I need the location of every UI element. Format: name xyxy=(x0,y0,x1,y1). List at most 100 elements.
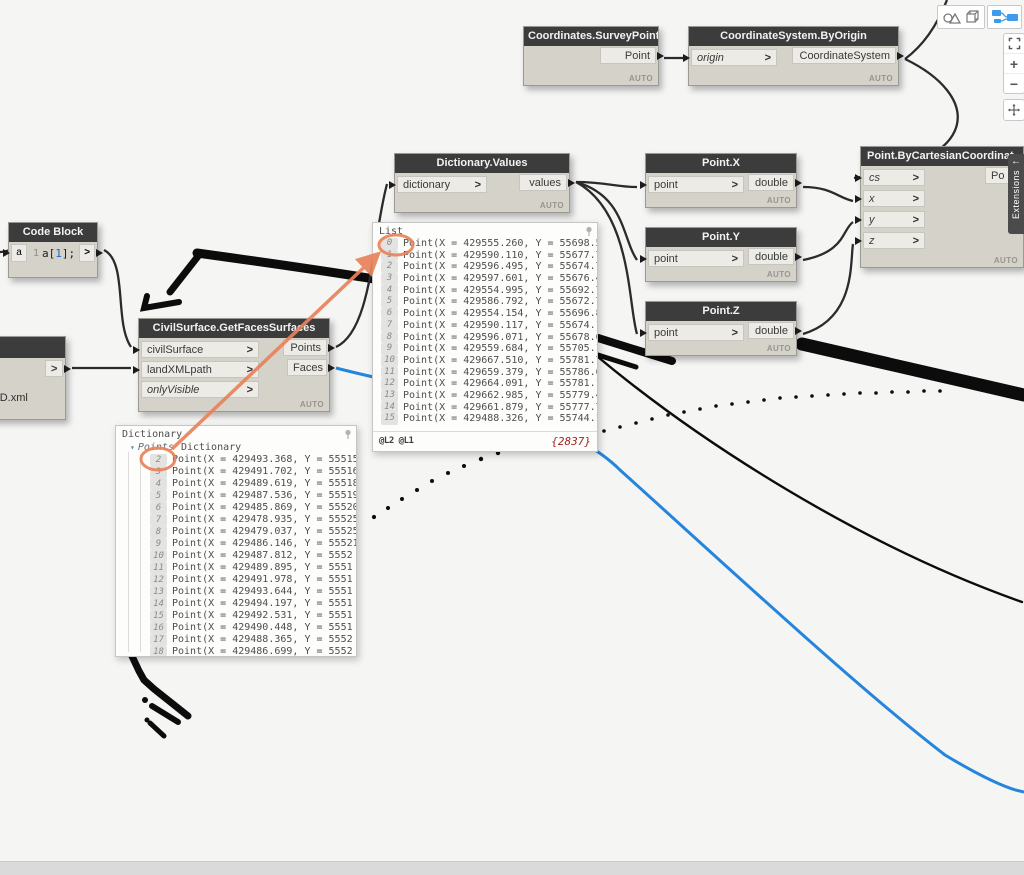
port-connector xyxy=(640,328,647,337)
tree-guide xyxy=(140,454,141,652)
output-port[interactable]: > xyxy=(45,360,71,377)
port-connector xyxy=(640,180,647,189)
dictionary-header: Dictionary xyxy=(122,429,183,440)
input-port-cs[interactable]: cs> xyxy=(855,169,925,186)
chevron-icon: > xyxy=(246,344,253,356)
port-connector xyxy=(328,343,335,352)
node-code-block[interactable]: Code Block a 1 a[1]; > xyxy=(3,222,104,278)
node-point-bycartesiancoordinates[interactable]: Point.ByCartesianCoordinat cs> x> y> z> … xyxy=(855,146,1024,268)
input-port-a[interactable]: a xyxy=(3,244,27,262)
input-port-origin[interactable]: origin> xyxy=(683,49,777,66)
input-port-onlyvisible[interactable]: onlyVisible> xyxy=(141,381,259,398)
node-coordinates-surveypoint[interactable]: Coordinates.SurveyPoint Point AUTO xyxy=(523,26,664,86)
geometry-shapes-icon xyxy=(942,12,961,24)
node-civilsurface-getfacessurfaces[interactable]: CivilSurface.GetFacesSurfaces civilSurfa… xyxy=(133,318,335,412)
port-connector xyxy=(855,236,862,245)
output-port-values[interactable]: values xyxy=(519,174,575,191)
node-title[interactable]: Point.ByCartesianCoordinat xyxy=(861,147,1023,166)
input-port-point[interactable]: point> xyxy=(640,176,744,193)
chevron-icon: > xyxy=(246,364,253,376)
input-port-civilsurface[interactable]: civilSurface> xyxy=(133,341,259,358)
zoom-in-button[interactable]: + xyxy=(1004,53,1024,73)
lacing-label: AUTO xyxy=(766,344,791,353)
pin-icon[interactable] xyxy=(344,429,352,440)
input-port-dictionary[interactable]: dictionary> xyxy=(389,176,487,193)
input-port-point[interactable]: point> xyxy=(640,250,744,267)
chevron-icon: > xyxy=(731,253,738,265)
node-title[interactable]: Dictionary.Values xyxy=(395,154,569,173)
node-point-x[interactable]: Point.X point> double AUTO xyxy=(640,153,802,208)
cube-icon xyxy=(965,9,979,23)
pan-button[interactable] xyxy=(1003,99,1024,121)
zoom-out-button[interactable]: − xyxy=(1004,73,1024,93)
output-port[interactable]: > xyxy=(79,244,104,262)
node-title[interactable]: CivilSurface.GetFacesSurfaces xyxy=(139,319,329,338)
port-connector xyxy=(640,254,647,263)
node-coordinatesystem-byorigin[interactable]: CoordinateSystem.ByOrigin origin> Coordi… xyxy=(683,26,904,86)
node-title[interactable] xyxy=(0,337,65,358)
code-text[interactable]: a[1]; xyxy=(42,246,76,260)
lacing-label: AUTO xyxy=(766,270,791,279)
node-title[interactable]: Point.X xyxy=(646,154,796,173)
output-port-faces[interactable]: Faces xyxy=(287,359,335,376)
extensions-tab[interactable]: ← Extensions xyxy=(1008,154,1024,234)
input-port-y[interactable]: y> xyxy=(855,211,925,228)
port-connector xyxy=(133,365,140,374)
node-title[interactable]: Code Block xyxy=(9,223,97,242)
chevron-icon: > xyxy=(474,179,481,191)
output-port-point[interactable]: Point xyxy=(600,47,664,64)
node-point-y[interactable]: Point.Y point> double AUTO xyxy=(640,227,802,282)
node-dictionary-values[interactable]: Dictionary.Values dictionary> values AUT… xyxy=(389,153,575,213)
canvas-bottom-edge xyxy=(0,861,1024,875)
fit-view-icon xyxy=(1008,37,1020,50)
input-port-z[interactable]: z> xyxy=(855,232,925,249)
port-connector xyxy=(795,326,802,335)
output-port-coordinatesystem[interactable]: CoordinateSystem xyxy=(792,47,904,64)
input-port-point[interactable]: point> xyxy=(640,324,744,341)
output-port-double[interactable]: double xyxy=(748,322,802,339)
geometry-preview-button[interactable] xyxy=(937,5,985,29)
node-title[interactable]: CoordinateSystem.ByOrigin xyxy=(689,27,898,46)
lacing-levels[interactable]: @L2 @L1 xyxy=(379,436,414,446)
port-connector xyxy=(3,249,10,257)
node-title[interactable]: Point.Z xyxy=(646,302,796,321)
expander-icon[interactable]: ▾ xyxy=(130,443,135,452)
node-file-path[interactable]: > _CFRD.xml xyxy=(0,336,71,420)
node-title[interactable]: Point.Y xyxy=(646,228,796,247)
pin-icon[interactable] xyxy=(585,226,593,237)
input-port-landxmlpath[interactable]: landXMLpath> xyxy=(133,361,259,378)
output-port-double[interactable]: double xyxy=(748,248,802,265)
node-title[interactable]: Coordinates.SurveyPoint xyxy=(524,27,658,46)
node-graph-icon xyxy=(991,10,1018,23)
port-connector xyxy=(855,215,862,224)
node-point-z[interactable]: Point.Z point> double AUTO xyxy=(640,301,802,356)
output-port-double[interactable]: double xyxy=(748,174,802,191)
output-port-points[interactable]: Points xyxy=(283,339,335,356)
file-path-value: _CFRD.xml xyxy=(0,392,28,404)
input-port-x[interactable]: x> xyxy=(855,190,925,207)
fit-view-button[interactable] xyxy=(1004,34,1024,53)
port-connector xyxy=(683,53,690,62)
pan-arrows-icon xyxy=(1007,103,1021,117)
graph-view-button[interactable] xyxy=(987,5,1022,29)
chevron-icon: > xyxy=(912,235,919,247)
